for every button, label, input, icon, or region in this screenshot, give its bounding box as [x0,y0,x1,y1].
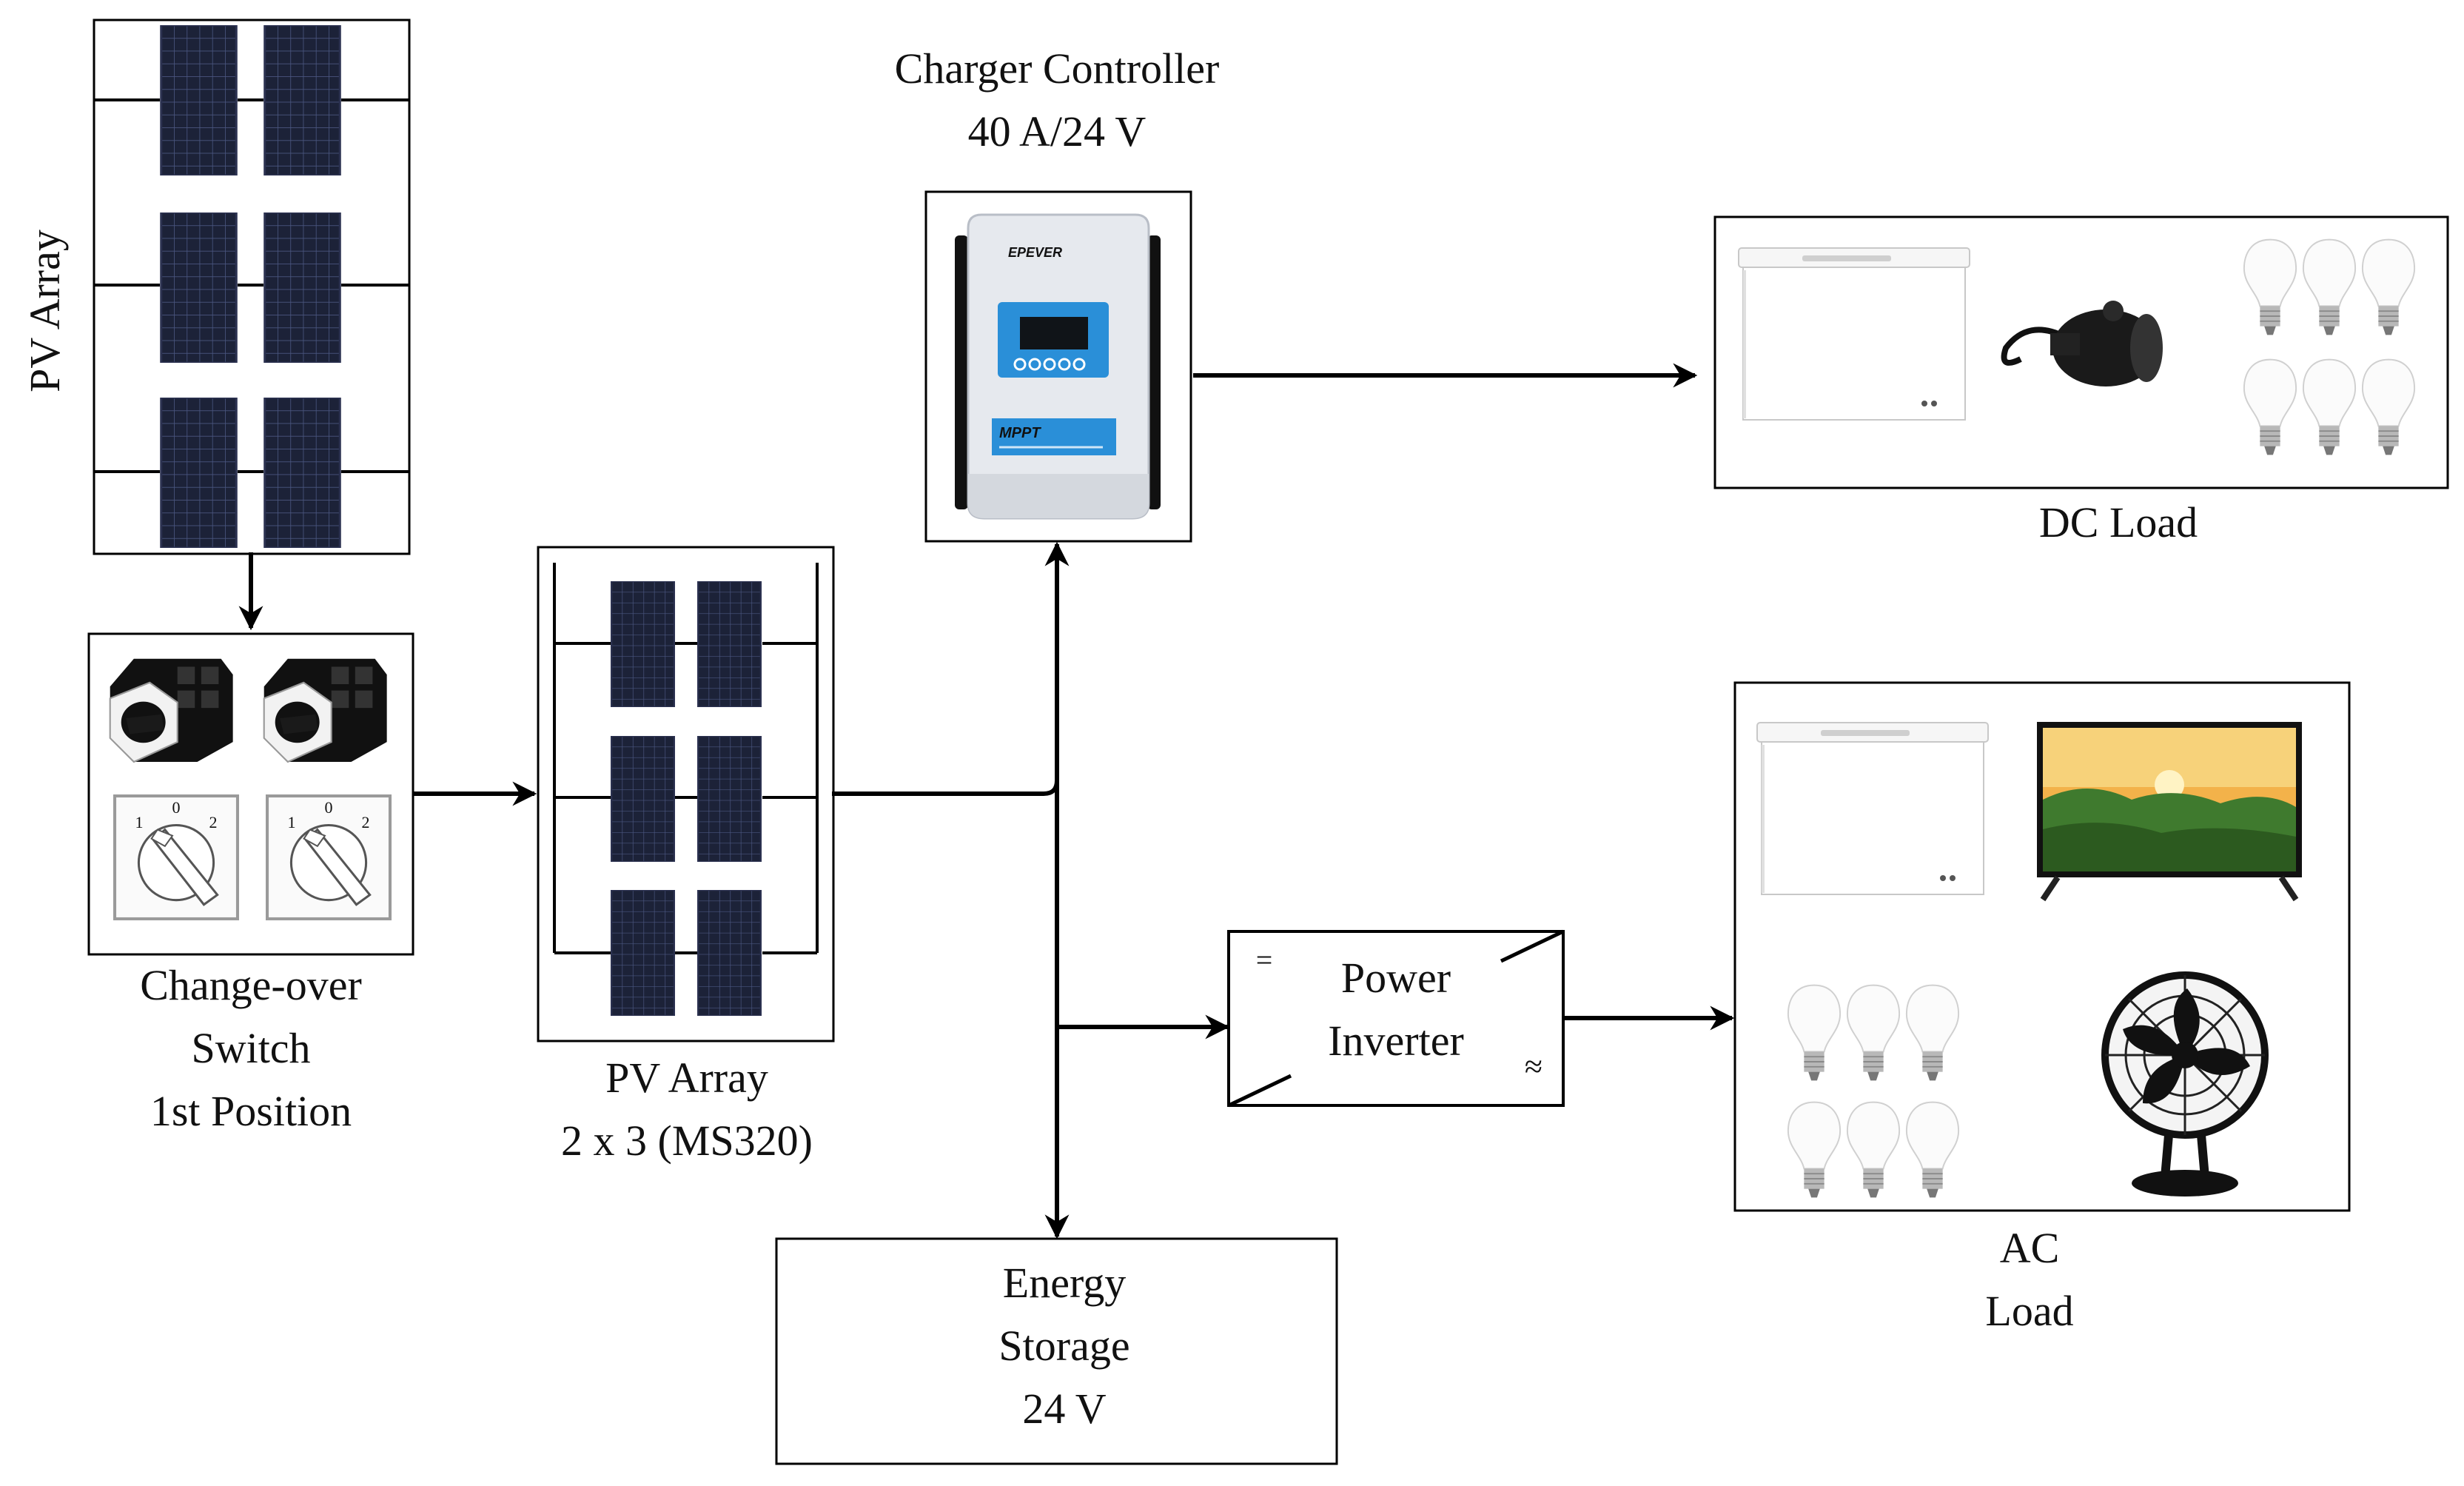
storage-label-line2: Storage [998,1322,1129,1370]
light-bulb-icon [1846,1101,1901,1199]
storage-label-line3: 24 V [1022,1385,1106,1433]
light-bulb-icon [2243,238,2297,336]
inverter-frame [1227,930,1565,1107]
rotary-switch-icon [109,657,234,763]
light-bulb-icon [1787,1101,1842,1199]
solar-panel-icon [263,212,341,363]
switch-frame [87,632,414,956]
solar-panel-icon [611,581,675,707]
power-inverter: = ≈ Power Inverter [1227,929,1565,1108]
light-bulb-icon [2302,358,2357,456]
pv-array-top-frame [93,19,411,555]
solar-panel-icon [263,398,341,548]
rotary-switch-icon [263,657,388,763]
television-icon [2037,722,2302,902]
svg-text:EPEVER: EPEVER [1008,245,1062,260]
dc-load-label: DC Load [2039,498,2198,546]
dial-mark-2: 2 [362,813,370,831]
light-bulb-icon [2361,358,2416,456]
switch-label-line3: 1st Position [150,1087,352,1135]
controller-label-line1: Charger Controller [895,44,1220,93]
light-bulb-icon [2243,358,2297,456]
controller-buttons [1013,358,1086,371]
chest-freezer-icon [1757,723,1988,894]
controller-mppt-text: MPPT [999,425,1041,441]
dial-marks: 1 0 2 1 0 2 [135,798,370,831]
pv-array-top-label: PV Array [21,230,69,392]
switch-label-line1: Change-over [140,961,362,1009]
pv-array-middle-label-line2: 2 x 3 (MS320) [561,1117,813,1165]
line-pv-array-to-bus [832,780,1059,796]
light-bulb-icon [2302,238,2357,336]
ac-load: AC Load [1733,681,2351,1335]
dial-mark-0: 0 [172,798,181,817]
light-bulb-icon [1905,984,1960,1082]
light-bulb-icon [1905,1101,1960,1199]
pv-array-top: PV Array [21,19,411,555]
solar-panel-icon [697,736,762,862]
charge-controller: Charger Controller 40 A/24 V EPEVER MPPT [895,44,1220,543]
inverter-diagonal-bottom [1227,1074,1292,1108]
solar-panel-icon [697,890,762,1016]
inverter-label-line2: Inverter [1328,1017,1464,1065]
solar-panel-icon [697,581,762,707]
change-over-switch: 1 0 2 1 0 2 Change-over Switch 1st Posit… [87,632,414,1135]
storage-frame [775,1237,1338,1465]
dc-load-frame [1713,215,2449,489]
water-pump-icon [2001,301,2163,386]
controller-label-line2: 40 A/24 V [968,107,1147,155]
pv-array-middle-wires [553,563,819,954]
dial-mark-0: 0 [325,798,333,817]
controller-device-icon: EPEVER MPPT [955,213,1161,520]
solar-panel-icon [263,25,341,175]
dc-load: DC Load [1713,215,2449,546]
inverter-label-line1: Power [1341,954,1451,1002]
dial-mark-2: 2 [209,813,218,831]
solar-panel-icon [611,736,675,862]
connector-lines [238,363,1735,1239]
pv-array-middle-label-line1: PV Array [605,1054,768,1102]
dial-mark-1: 1 [135,813,144,831]
light-bulb-icon [1787,984,1842,1082]
pv-array-middle-frame [537,546,835,1042]
light-bulb-icon [2361,238,2416,336]
energy-storage: Energy Storage 24 V [775,1237,1338,1465]
switch-label-line2: Switch [191,1024,310,1072]
controller-mppt-badge [992,418,1116,455]
ac-load-label-line1: AC [2000,1224,2060,1272]
table-fan-icon [2101,971,2269,1197]
dial-mark-1: 1 [288,813,296,831]
solar-panel-icon [160,212,238,363]
inverter-diagonal-top [1500,929,1565,963]
ac-load-frame [1733,681,2351,1212]
storage-label-line1: Energy [1003,1259,1126,1307]
chest-freezer-icon [1737,247,1971,421]
inverter-ac-symbol: ≈ [1525,1048,1542,1085]
ac-load-label-line2: Load [1985,1287,2073,1335]
solar-panel-icon [611,890,675,1016]
solar-panel-icon [160,398,238,548]
controller-screen [1020,317,1088,349]
pv-array-top-wires [94,98,409,473]
solar-panel-icon [160,25,238,175]
inverter-dc-symbol: = [1256,943,1273,977]
light-bulb-icon [1846,984,1901,1082]
controller-frame [924,190,1192,543]
pv-array-middle: PV Array 2 x 3 (MS320) [537,546,835,1165]
